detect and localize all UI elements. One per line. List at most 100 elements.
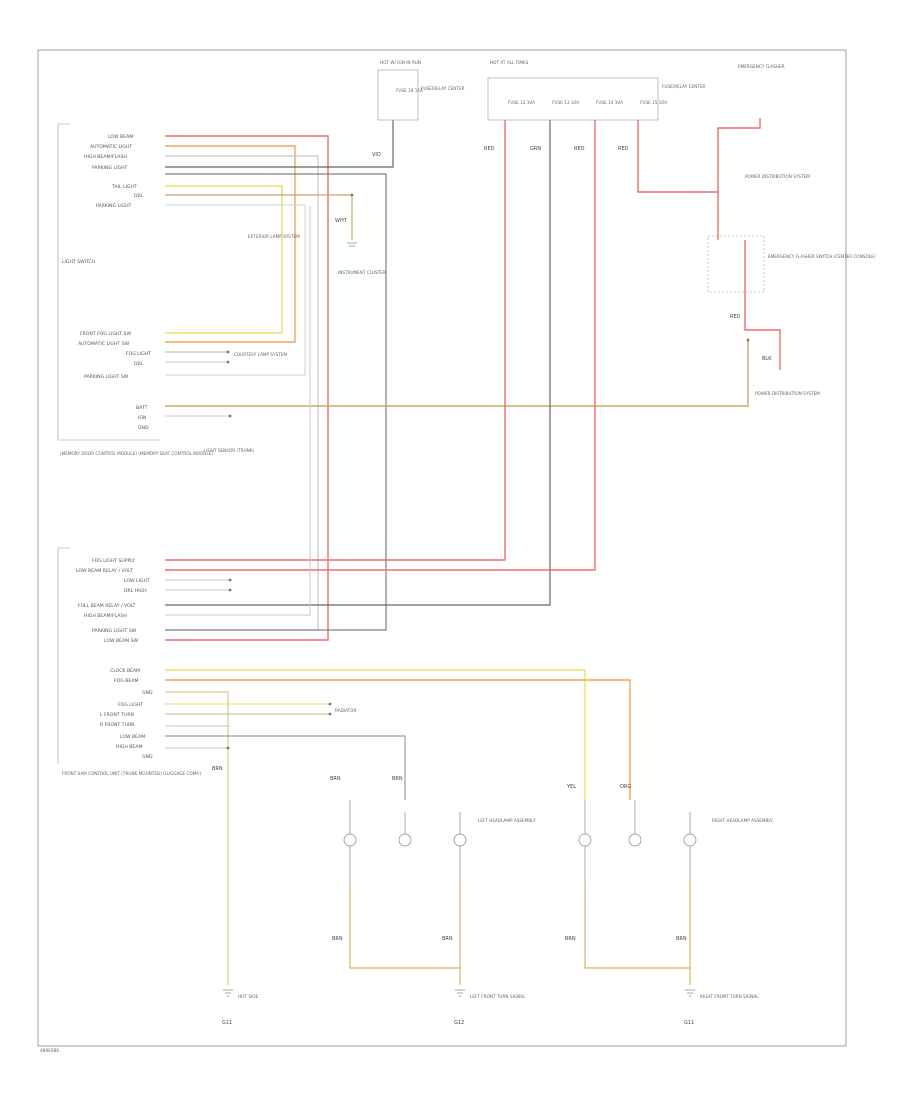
label-left-headlamp: LEFT HEADLAMP ASSEMBLY bbox=[478, 818, 536, 823]
front-pin-label: FOG BEAM bbox=[114, 678, 138, 684]
code-red-c: RED bbox=[618, 146, 629, 152]
wire-red-fuse-15 bbox=[637, 118, 761, 193]
memory-pins: FRONT FOG LIGHT SW AUTOMATIC LIGHT SW FO… bbox=[78, 331, 151, 380]
code-blk-wht: BLK bbox=[762, 356, 772, 362]
code-brn-r2: BRN bbox=[676, 936, 687, 942]
wire-yellow-tail bbox=[165, 185, 283, 334]
label-hot-side: HOT SIDE bbox=[238, 994, 258, 999]
wire-dark-park bbox=[165, 120, 394, 168]
code-brn-bot2: BRN bbox=[565, 936, 576, 942]
fuse-left-hot: HOT W/ IGN IN RUN bbox=[380, 60, 421, 65]
front-pin-label: L FRONT TURN bbox=[100, 712, 134, 718]
front-pin-label: FULL BEAM RELAY / VOLT bbox=[78, 603, 136, 609]
code-brn-r1: BRN bbox=[392, 776, 403, 782]
fuse-right-13: FUSE 13 10A bbox=[552, 100, 579, 105]
emergency-switch-box bbox=[707, 235, 765, 293]
wire-grey-memory bbox=[165, 204, 306, 376]
wire-red-low-beam bbox=[165, 135, 329, 641]
wire-dark-high bbox=[165, 735, 406, 800]
code-wht: WHT bbox=[335, 218, 348, 224]
label-light-switch: LIGHT SWITCH bbox=[62, 259, 95, 265]
front-pins-b: CLOCK BEAM FOG BEAM GND FOG LIGHT L FRON… bbox=[100, 668, 153, 760]
ground-symbols bbox=[223, 242, 695, 997]
label-power-dist-bot: POWER DISTRIBUTION SYSTEM bbox=[755, 391, 820, 396]
wire-dark-park-2 bbox=[165, 173, 387, 631]
lamp-group-right bbox=[578, 800, 697, 885]
wire-tan-right-ground bbox=[584, 885, 691, 985]
switch-pin-label: PARKING LIGHT bbox=[96, 203, 132, 209]
front-pin-label: FOG LIGHT bbox=[118, 702, 143, 708]
code-tan-l: BRN bbox=[212, 766, 223, 772]
footer-code: 4B9E0B6 bbox=[40, 1048, 59, 1053]
fuse-right-15: FUSE 15 10A bbox=[640, 100, 667, 105]
front-pin-label: LOW BEAM SW bbox=[104, 638, 139, 644]
code-red-a: RED bbox=[484, 146, 495, 152]
label-radiator: RADIATOR bbox=[335, 708, 356, 713]
label-left-front-turn: LEFT FRONT TURN SIGNAL bbox=[470, 994, 526, 999]
wire-dark-fuse-13 bbox=[165, 120, 551, 606]
switch-pin-label: DRL bbox=[134, 193, 144, 199]
label-right-front-turn: RIGHT FRONT TURN SIGNAL bbox=[700, 994, 759, 999]
code-vio: VIO bbox=[372, 152, 381, 158]
lamp-group-left bbox=[343, 800, 467, 885]
ground-label-right: G11 bbox=[684, 1020, 694, 1026]
fuse-box-left bbox=[377, 69, 419, 121]
wire-tan-gnd bbox=[165, 691, 229, 985]
light-pin-label: GND bbox=[138, 425, 149, 431]
front-pin-label: PARKING LIGHT SW bbox=[92, 628, 137, 634]
label-right-headlamp: RIGHT HEADLAMP ASSEMBLY bbox=[712, 818, 773, 823]
switch-pin-label: HIGH BEAM/FLASH bbox=[84, 154, 127, 160]
wire-tan-left-ground bbox=[349, 885, 461, 985]
light-pin-label: IGN bbox=[138, 415, 146, 421]
memory-pin-label: FRONT FOG LIGHT SW bbox=[80, 331, 132, 337]
code-red-wht: RED bbox=[730, 314, 741, 320]
wire-grey-misc bbox=[165, 206, 311, 616]
wire-tan-batt bbox=[165, 340, 749, 407]
label-light-sensor: LIGHT SENSOR (TRUNK) bbox=[204, 448, 255, 453]
pin-dots bbox=[226, 193, 750, 750]
fuse-left-fuse: FUSE 18 15A bbox=[396, 88, 423, 93]
switch-pin-label: PARKING LIGHT bbox=[92, 165, 128, 171]
memory-pin-label: AUTOMATIC LIGHT SW bbox=[78, 341, 130, 347]
label-front-ctrl: FRONT SAM CONTROL UNIT (TRUNK MOUNTED) (… bbox=[62, 771, 202, 776]
label-memory-sw: (MEMORY DOOR CONTROL MODULE) (MEMORY SEA… bbox=[60, 451, 213, 456]
label-courtesy: COURTESY LAMP SYSTEM bbox=[234, 352, 287, 357]
wire-orange-auto bbox=[165, 145, 296, 343]
label-exterior-lamp: EXTERIOR LAMP SYSTEM bbox=[248, 234, 300, 239]
switch-pin-label: TAIL LIGHT bbox=[111, 184, 137, 190]
wire-orange-fog bbox=[165, 679, 631, 800]
switch-pin-label: LOW BEAM bbox=[108, 134, 133, 140]
label-power-dist-top: POWER DISTRIBUTION SYSTEM bbox=[745, 174, 810, 179]
wire-red-fuse-14 bbox=[165, 120, 596, 571]
wire-red-emerg bbox=[717, 192, 781, 370]
fuse-right-12: FUSE 12 10A bbox=[508, 100, 535, 105]
code-red-b: RED bbox=[574, 146, 585, 152]
fuse-right-hot: HOT AT ALL TIMES bbox=[490, 60, 529, 65]
fuse-right-14: FUSE 14 10A bbox=[596, 100, 623, 105]
front-pin-label: R FRONT TURN bbox=[100, 722, 135, 728]
front-pin-label: LOW BEAM RELAY / VOLT bbox=[76, 568, 133, 574]
code-org: ORG bbox=[620, 784, 631, 790]
front-pins-a: FOG LIGHT SUPPLY LOW BEAM RELAY / VOLT L… bbox=[76, 558, 150, 644]
memory-pin-label: DRL bbox=[134, 361, 144, 367]
code-yel: YEL bbox=[566, 784, 576, 790]
front-pin-label: GND bbox=[142, 690, 153, 696]
code-brn-bot1: BRN bbox=[332, 936, 343, 942]
switch-pin-label: AUTOMATIC LIGHT bbox=[90, 144, 132, 150]
ground-label-left: G11 bbox=[222, 1020, 232, 1026]
label-instrument: INSTRUMENT CLUSTER bbox=[338, 270, 386, 275]
front-pin-label: LOW BEAM bbox=[120, 734, 145, 740]
light-pin-label: BATT bbox=[136, 405, 148, 411]
diagram-frame bbox=[37, 49, 847, 1047]
label-fuse-relay: FUSE/RELAY CENTER bbox=[662, 84, 706, 89]
code-grn: GRN bbox=[530, 146, 541, 152]
front-pin-label: FOG LIGHT SUPPLY bbox=[92, 558, 135, 564]
ground-label-mid: G12 bbox=[454, 1020, 464, 1026]
label-emergency: EMERGENCY FLASHER bbox=[738, 64, 785, 69]
code-brn-l1: BRN bbox=[330, 776, 341, 782]
front-pin-label: LOW LIGHT bbox=[124, 578, 150, 584]
fuse-left-center: FUSE/RELAY CENTER bbox=[421, 86, 465, 91]
front-sam-box bbox=[57, 547, 70, 764]
front-pin-label: HIGH BEAM/FLASH bbox=[84, 613, 127, 619]
